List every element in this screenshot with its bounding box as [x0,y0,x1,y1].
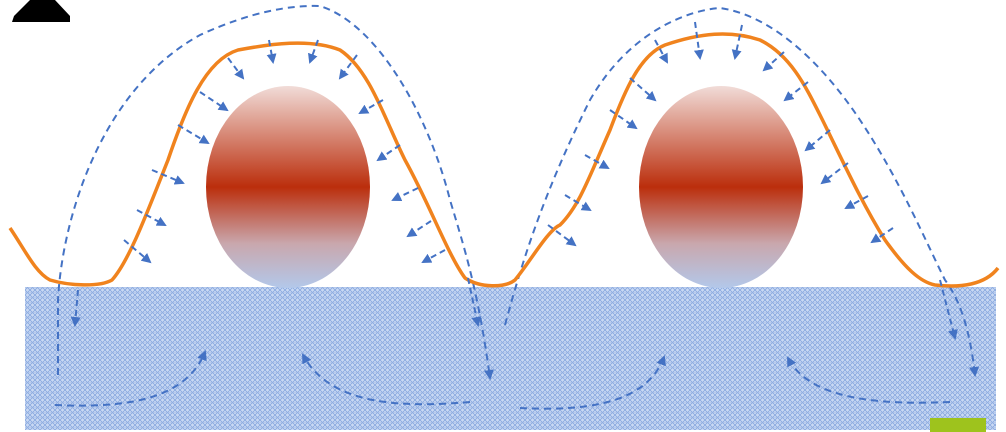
sphere-right [639,86,803,288]
downflow-arrows [70,277,958,340]
substrate-mesh [25,287,996,430]
panel-corner-mark [12,0,70,22]
membrane-line [8,32,1000,288]
inflow-arrows-left [123,39,446,264]
outer-flow-lines [57,4,980,380]
sphere-left [206,86,370,288]
recirculation-arrows [54,350,951,410]
scale-bar [930,418,986,432]
inflow-arrows-right [547,21,894,247]
